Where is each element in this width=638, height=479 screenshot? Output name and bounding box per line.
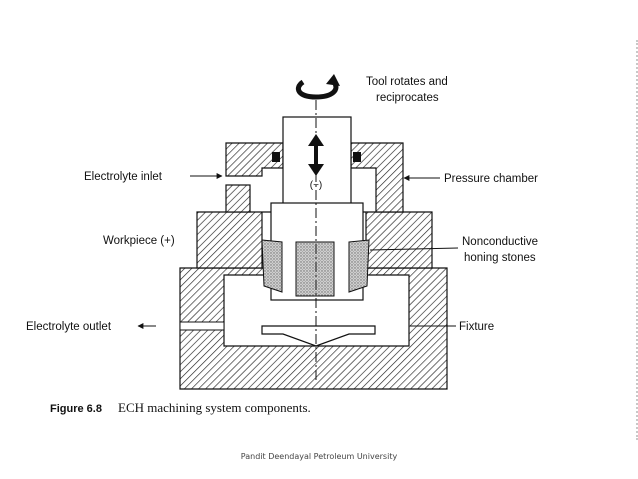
honing-stone-left [261,239,283,293]
footer-text: Pandit Deendayal Petroleum University [240,452,398,461]
pressure-chamber-left-lower [225,184,251,213]
seal-right [353,152,361,162]
honing-label-line1: Nonconductive [462,236,538,248]
figure-caption: ECH machining system components. [118,400,311,415]
pressure-chamber-label: Pressure chamber [444,173,538,185]
seal-left [272,152,280,162]
tool-polarity-label: (−) [310,180,323,191]
honing-stone-right [348,239,370,293]
fixture-label: Fixture [459,321,494,333]
workpiece-label: Workpiece (+) [103,235,175,247]
electrolyte-outlet-label: Electrolyte outlet [26,321,112,333]
figure-number: Figure 6.8 [50,403,102,415]
reciprocate-arrow-icon [308,134,324,176]
rotation-arrow-icon [295,74,340,100]
tool-core [295,241,335,297]
honing-leader [369,247,459,251]
electrolyte-inlet-label: Electrolyte inlet [84,171,163,183]
tool-label-line2: reciprocates [376,92,439,104]
tool-bottom-plate [261,325,376,347]
tool-label: Tool rotates and [366,76,448,88]
slide-edge-decoration [632,40,638,440]
outlet-channel [179,321,225,331]
honing-label-line2: honing stones [464,252,536,264]
